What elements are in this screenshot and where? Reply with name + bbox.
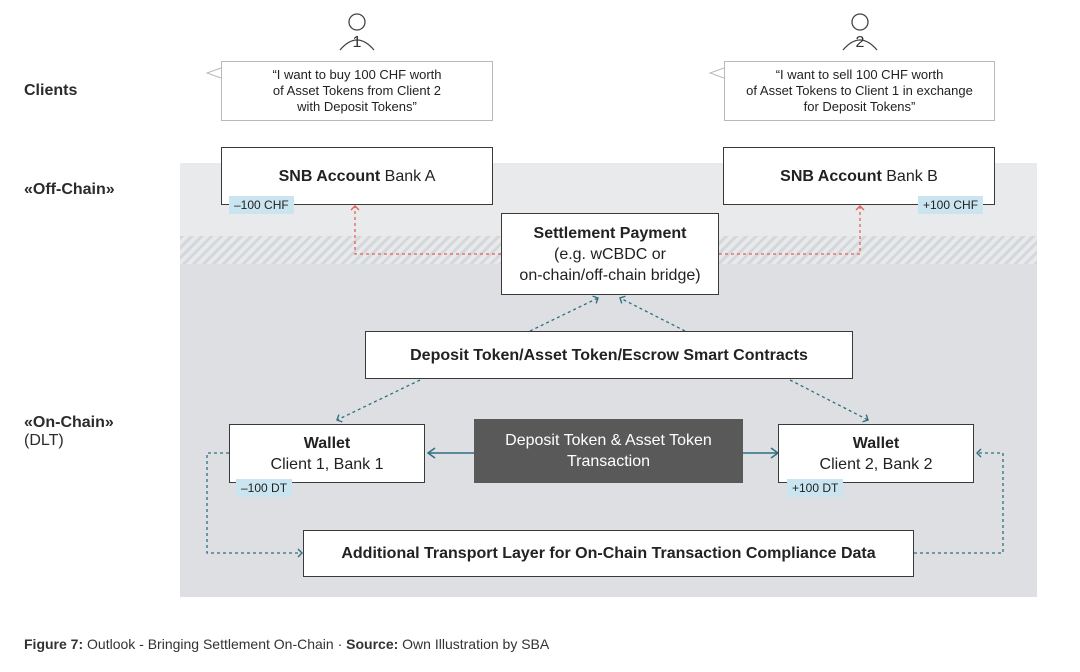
transport-layer-label: Additional Transport Layer for On-Chain … bbox=[341, 545, 876, 562]
teal-arrow-to-transport bbox=[206, 452, 303, 558]
token-transaction-box: Deposit Token & Asset Token Transaction bbox=[474, 419, 743, 483]
transaction-line: Transaction bbox=[567, 453, 650, 470]
caption-source-label: Source: bbox=[346, 636, 399, 652]
row-label-onchain: «On-Chain» (DLT) bbox=[24, 414, 114, 450]
quote-line: of Asset Tokens from Client 2 bbox=[272, 83, 442, 98]
wallet-2-title: Wallet bbox=[852, 434, 900, 452]
figure-caption: Figure 7: Outlook - Bringing Settlement … bbox=[24, 636, 549, 652]
caption-figure-text: Outlook - Bringing Settlement On-Chain · bbox=[83, 636, 347, 652]
wallet-1-title: Wallet bbox=[303, 434, 351, 452]
quote-line: “I want to sell 100 CHF worth bbox=[775, 67, 944, 82]
snb-a-bold: SNB Account bbox=[278, 167, 381, 185]
red-arrow-to-bank-a bbox=[350, 205, 501, 255]
quote-line: “I want to buy 100 CHF worth bbox=[272, 67, 442, 82]
quote-line: for Deposit Tokens” bbox=[803, 99, 916, 114]
wallet-1-sub: Client 1, Bank 1 bbox=[270, 455, 384, 473]
transport-layer-box: Additional Transport Layer for On-Chain … bbox=[303, 530, 914, 577]
person-icon bbox=[339, 13, 375, 51]
client-number-1: 1 bbox=[352, 34, 362, 51]
red-arrow-to-bank-b bbox=[719, 205, 865, 255]
smart-contracts-box: Deposit Token/Asset Token/Escrow Smart C… bbox=[365, 331, 853, 379]
wallet-client-2: Wallet Client 2, Bank 2 bbox=[778, 424, 974, 483]
teal-arrow-to-wallet-2-from-transport bbox=[914, 448, 1004, 554]
snb-account-bank-b: SNB Account Bank B bbox=[723, 147, 995, 205]
settlement-payment-box: Settlement Payment (e.g. wCBDC or on-cha… bbox=[501, 213, 719, 295]
snb-account-bank-a: SNB Account Bank A bbox=[221, 147, 493, 205]
caption-source-text: Own Illustration by SBA bbox=[398, 636, 550, 652]
snb-b-balance-tag: +100 CHF bbox=[918, 196, 984, 214]
settlement-line: (e.g. wCBDC or bbox=[553, 245, 667, 263]
wallet-2-sub: Client 2, Bank 2 bbox=[819, 455, 933, 473]
quote-line: with Deposit Tokens” bbox=[297, 99, 417, 114]
row-label-onchain-sub: (DLT) bbox=[24, 432, 64, 449]
row-label-offchain: «Off-Chain» bbox=[24, 181, 115, 198]
quote-line: of Asset Tokens to Client 1 in exchange bbox=[746, 83, 973, 98]
client-2-quote: “I want to sell 100 CHF worth of Asset T… bbox=[724, 61, 995, 121]
wallet-client-1: Wallet Client 1, Bank 1 bbox=[229, 424, 425, 483]
snb-b-bold: SNB Account bbox=[780, 167, 882, 185]
row-label-clients: Clients bbox=[24, 82, 78, 99]
smart-contracts-label: Deposit Token/Asset Token/Escrow Smart C… bbox=[410, 346, 808, 364]
row-label-onchain-title: «On-Chain» bbox=[24, 414, 114, 431]
wallet-2-balance-tag: +100 DT bbox=[787, 479, 844, 497]
wallet-1-balance-tag: –100 DT bbox=[236, 479, 293, 497]
settlement-line: on-chain/off-chain bridge) bbox=[519, 266, 701, 284]
client-number-2: 2 bbox=[855, 34, 865, 51]
snb-b-rest: Bank B bbox=[881, 167, 938, 185]
settlement-title: Settlement Payment bbox=[533, 224, 687, 242]
teal-arrow-contracts-up-left bbox=[529, 295, 599, 332]
snb-a-rest: Bank A bbox=[380, 167, 436, 185]
client-1-quote: “I want to buy 100 CHF worth of Asset To… bbox=[221, 61, 493, 121]
person-icon bbox=[842, 13, 878, 51]
snb-a-balance-tag: –100 CHF bbox=[229, 196, 294, 214]
teal-arrow-to-wallet-2 bbox=[789, 379, 869, 423]
caption-figure-label: Figure 7: bbox=[24, 636, 84, 652]
teal-arrow-contracts-up-right bbox=[619, 295, 686, 332]
transaction-line: Deposit Token & Asset Token bbox=[505, 432, 712, 449]
